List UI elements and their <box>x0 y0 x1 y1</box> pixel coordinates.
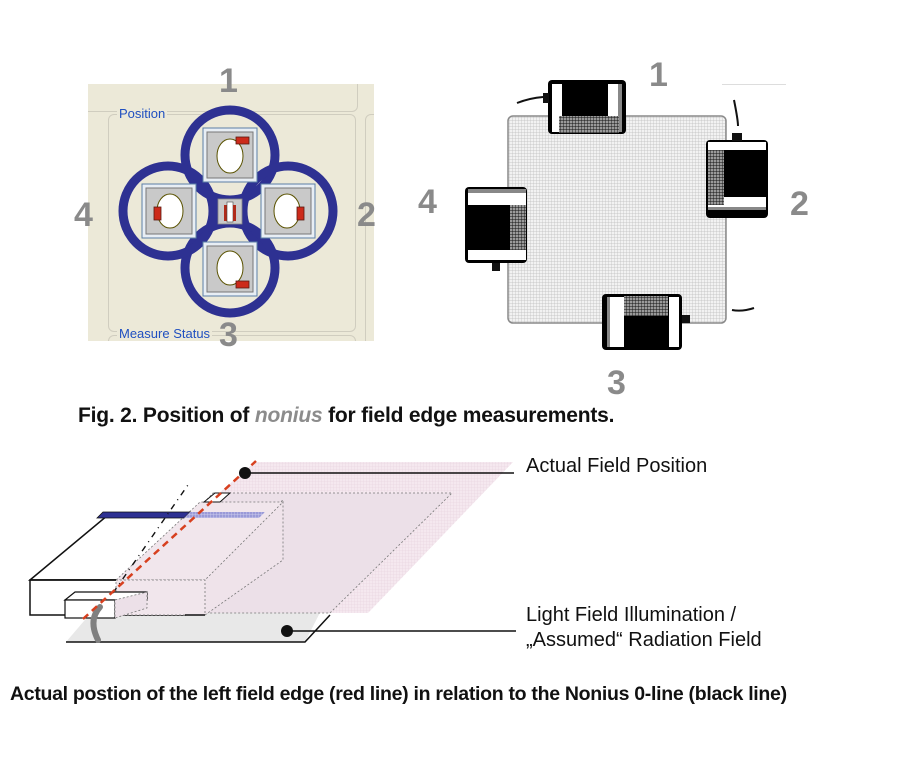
position-group-label: Position <box>117 106 168 121</box>
connector-1 <box>543 93 549 103</box>
detector-4 <box>465 187 527 271</box>
nonius-cable <box>90 604 103 643</box>
connector-box-front <box>64 599 116 619</box>
device-position-label-4: 4 <box>418 183 437 221</box>
connector-marker-icon <box>153 206 162 221</box>
position-selector-panel: Position Measure Status <box>88 84 374 341</box>
actual-field-edge-line <box>82 460 257 620</box>
device-position-label-1: 1 <box>649 56 668 94</box>
detector-outline-icon <box>273 193 301 229</box>
actual-field-position-label: Actual Field Position <box>526 455 708 477</box>
position-button-2[interactable] <box>260 183 316 239</box>
field-edge-diagram <box>27 460 516 643</box>
position-button-3[interactable] <box>202 241 258 297</box>
field-edge-caption: Actual postion of the left field edge (r… <box>10 683 787 705</box>
light-field-edge <box>66 614 331 643</box>
connector-box-side <box>114 591 148 619</box>
cable-3 <box>731 307 755 312</box>
cable-2 <box>733 99 739 127</box>
measure-status-group-label: Measure Status <box>117 326 213 341</box>
detector-1 <box>543 80 626 134</box>
ui-position-label-3: 3 <box>219 316 238 354</box>
cable-1 <box>516 96 544 104</box>
detector-2 <box>706 133 768 218</box>
detector-outline-icon <box>216 138 244 174</box>
cable-2-guide <box>722 84 786 85</box>
phantom-plate <box>507 115 727 324</box>
caption-emphasis: nonius <box>254 404 323 427</box>
connector-marker-icon <box>235 280 250 289</box>
center-button[interactable] <box>217 198 243 225</box>
device-position-label-2: 2 <box>790 185 809 223</box>
nonius-scale-bar <box>96 511 191 519</box>
light-field-label-line-2: „Assumed“ Radiation Field <box>526 629 762 651</box>
ui-position-label-1: 1 <box>219 62 238 100</box>
detector-3 <box>602 294 690 350</box>
light-field-label-line-1: Light Field Illumination / <box>526 604 737 626</box>
ui-position-label-2: 2 <box>357 196 376 234</box>
connector-2 <box>732 133 742 141</box>
position-button-1[interactable] <box>202 127 258 183</box>
measure-status-groupbox <box>108 335 356 341</box>
nonius-scale-bar-covered <box>184 512 265 518</box>
detector-outline-icon <box>216 250 244 286</box>
figure-2-caption: Fig. 2. Position of nonius for field edg… <box>78 404 614 428</box>
nonius-zero-line <box>112 481 191 594</box>
position-button-4[interactable] <box>141 183 197 239</box>
ui-position-label-4: 4 <box>74 196 93 234</box>
caption-prefix: Fig. 2. Position of <box>78 404 255 427</box>
connector-marker-icon <box>296 206 305 221</box>
connector-4 <box>492 263 500 271</box>
connector-3 <box>682 315 690 323</box>
side-groupbox <box>365 114 374 341</box>
device-position-label-3: 3 <box>607 364 626 402</box>
caption-suffix: for field edge measurements. <box>322 404 615 427</box>
device-diagram <box>465 80 786 350</box>
connector-marker-icon <box>235 136 250 145</box>
position-buttons-svg <box>118 105 338 318</box>
